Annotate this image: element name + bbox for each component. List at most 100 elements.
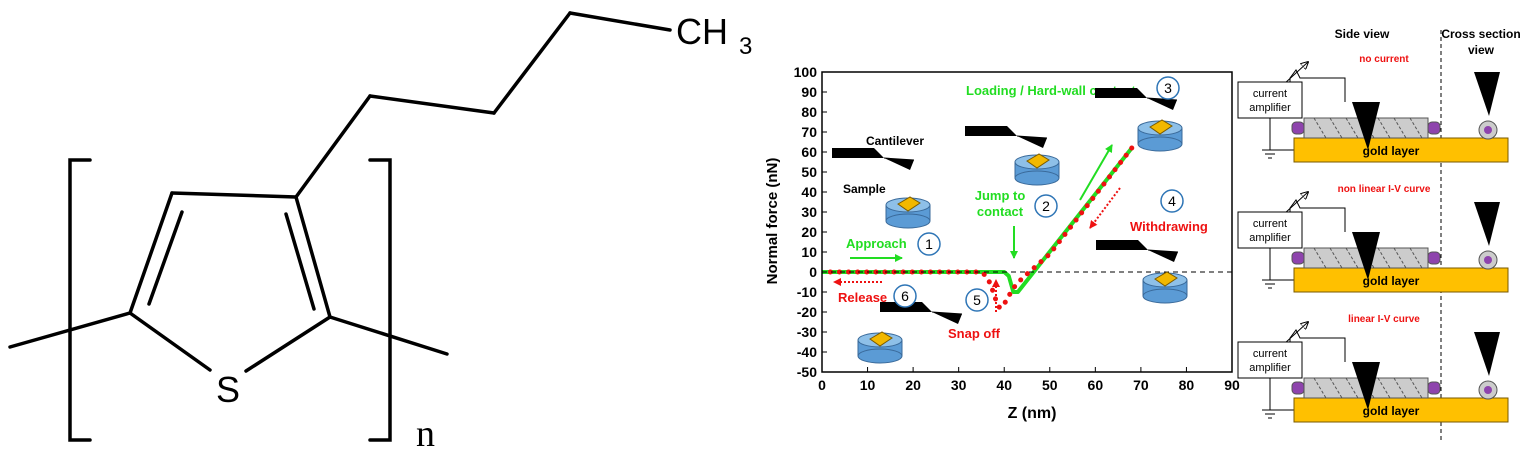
fiber-core bbox=[1484, 386, 1492, 394]
amplifier-box bbox=[1237, 81, 1303, 119]
release-label: Release bbox=[838, 290, 887, 305]
x-tick-label: 90 bbox=[1224, 377, 1240, 393]
y-tick-label: 50 bbox=[801, 164, 817, 180]
fiber-core bbox=[1484, 126, 1492, 134]
repeat-unit-n: n bbox=[416, 413, 435, 455]
sulfur-label: S bbox=[216, 369, 240, 410]
loading-label: Loading / Hard-wall contact bbox=[966, 83, 1136, 98]
afm-tip-side bbox=[1352, 362, 1380, 410]
ground-icon bbox=[1262, 149, 1278, 159]
svg-text:4: 4 bbox=[1168, 193, 1176, 209]
cantilever-release-icon bbox=[879, 301, 963, 325]
y-tick-label: -10 bbox=[797, 284, 817, 300]
jump-label-1: Jump to bbox=[975, 188, 1026, 203]
afm-tip-cross bbox=[1474, 72, 1500, 116]
amplifier-box bbox=[1237, 211, 1303, 249]
withdrawing-label: Withdrawing bbox=[1130, 219, 1208, 234]
gold-layer-label: gold layer bbox=[1363, 404, 1420, 418]
methyl-subscript: 3 bbox=[739, 33, 752, 60]
sample-withdraw-icon bbox=[1142, 271, 1188, 304]
ground-icon bbox=[1262, 409, 1278, 419]
x-tick-label: 50 bbox=[1042, 377, 1058, 393]
y-axis-label: Normal force (nN) bbox=[764, 158, 781, 285]
amplifier-label-1: current bbox=[1253, 348, 1287, 360]
sample-label: Sample bbox=[843, 182, 886, 196]
afm-tip-side bbox=[1352, 102, 1380, 150]
variable-source-icon bbox=[1283, 62, 1308, 85]
cantilever-withdraw-icon bbox=[1095, 239, 1179, 263]
amplifier-label-1: current bbox=[1253, 218, 1287, 230]
y-tick-label: 80 bbox=[801, 104, 817, 120]
sample-release-icon bbox=[857, 331, 903, 364]
y-tick-label: -20 bbox=[797, 304, 817, 320]
x-tick-label: 30 bbox=[951, 377, 967, 393]
sample-icon bbox=[885, 196, 931, 229]
gold-layer-label: gold layer bbox=[1363, 144, 1420, 158]
amplifier-label-2: amplifier bbox=[1249, 102, 1291, 114]
x-tick-label: 0 bbox=[818, 377, 826, 393]
plot-frame bbox=[821, 71, 1233, 373]
y-tick-label: 0 bbox=[809, 264, 817, 280]
fiber-core bbox=[1484, 256, 1492, 264]
x-axis-label: Z (nm) bbox=[1008, 405, 1057, 422]
gold-layer-label: gold layer bbox=[1363, 274, 1420, 288]
state-label: no current bbox=[1359, 54, 1409, 65]
afm-tip-cross bbox=[1474, 332, 1500, 376]
cantilever-icon bbox=[831, 147, 915, 171]
svg-text:6: 6 bbox=[901, 288, 909, 304]
state-label: non linear I-V curve bbox=[1338, 184, 1431, 195]
variable-source-icon bbox=[1283, 192, 1308, 215]
x-tick-label: 60 bbox=[1088, 377, 1104, 393]
y-tick-label: -30 bbox=[797, 324, 817, 340]
y-tick-label: 30 bbox=[801, 204, 817, 220]
y-tick-label: -50 bbox=[797, 364, 817, 380]
polythiophene-structure bbox=[8, 11, 672, 442]
step-4: 4 bbox=[1160, 189, 1184, 213]
variable-source-icon bbox=[1283, 322, 1308, 345]
x-tick-label: 40 bbox=[996, 377, 1012, 393]
jump-label-2: contact bbox=[977, 204, 1024, 219]
state-label: linear I-V curve bbox=[1348, 314, 1420, 325]
step-5: 5 bbox=[965, 288, 989, 312]
svg-text:2: 2 bbox=[1042, 198, 1050, 214]
svg-text:1: 1 bbox=[925, 236, 933, 252]
x-tick-label: 80 bbox=[1179, 377, 1195, 393]
step-2: 2 bbox=[1034, 194, 1058, 218]
ground-icon bbox=[1262, 279, 1278, 289]
y-tick-label: 40 bbox=[801, 184, 817, 200]
amplifier-box bbox=[1237, 341, 1303, 379]
y-tick-label: 60 bbox=[801, 144, 817, 160]
step-3: 3 bbox=[1156, 76, 1180, 100]
sample-loading-icon bbox=[1137, 119, 1183, 152]
methyl-label: CH bbox=[676, 11, 728, 52]
step-1: 1 bbox=[917, 232, 941, 256]
force-curve-2 bbox=[819, 145, 1135, 313]
cross-section-header-2: view bbox=[1468, 43, 1495, 57]
svg-text:3: 3 bbox=[1164, 80, 1172, 96]
y-tick-label: -40 bbox=[797, 344, 817, 360]
afm-tip-side bbox=[1352, 232, 1380, 280]
approach-label: Approach bbox=[846, 236, 907, 251]
y-tick-label: 70 bbox=[801, 124, 817, 140]
loading-arrow bbox=[1079, 144, 1113, 201]
panel-row-1: current amplifier gold layer no current bbox=[1237, 54, 1509, 163]
afm-tip-cross bbox=[1474, 202, 1500, 246]
cantilever-label: Cantilever bbox=[866, 134, 924, 148]
svg-text:5: 5 bbox=[973, 292, 981, 308]
x-tick-label: 10 bbox=[860, 377, 876, 393]
snap-off-label: Snap off bbox=[948, 326, 1001, 341]
cross-section-header-1: Cross section bbox=[1441, 27, 1520, 41]
x-tick-label: 20 bbox=[905, 377, 921, 393]
conduction-panels: Side view Cross section view currentampl… bbox=[1237, 27, 1521, 440]
cantilever-jump-icon bbox=[964, 125, 1048, 149]
sample-jump-icon bbox=[1014, 153, 1060, 186]
x-tick-label: 70 bbox=[1133, 377, 1149, 393]
side-view-header: Side view bbox=[1335, 27, 1390, 41]
gold-layer bbox=[1293, 267, 1509, 293]
withdrawing-arrow bbox=[1089, 187, 1121, 229]
amplifier-label-1: current bbox=[1253, 88, 1287, 100]
